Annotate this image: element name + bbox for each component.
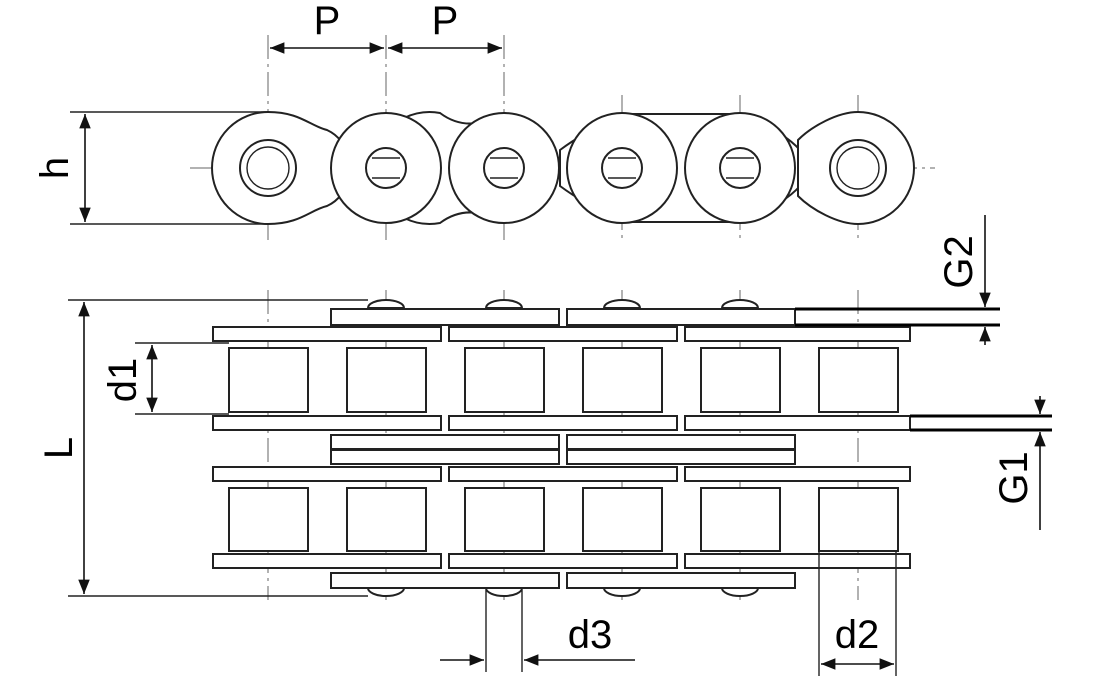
outer-plates-top <box>330 308 796 326</box>
height-label: h <box>33 157 77 179</box>
roller-width-label: d2 <box>835 613 880 657</box>
roller-width-dimension: d2 <box>818 551 897 676</box>
side-view: P P h <box>33 0 935 240</box>
outer-link-plates <box>211 110 915 226</box>
roller-diameter-label: d1 <box>101 358 145 403</box>
length-dimension: L <box>37 299 368 597</box>
pin-heads-bottom <box>366 587 760 597</box>
roller-bushing-lines-row1 <box>233 340 894 419</box>
roller-diameter-dimension: d1 <box>101 342 229 415</box>
inner-plates-row2-top <box>212 466 911 482</box>
height-dimension: h <box>33 111 268 225</box>
pin-diameter-label: d3 <box>568 613 613 657</box>
roller-bushing-lines-row2 <box>233 480 894 557</box>
rollers-row2 <box>228 487 899 552</box>
length-label: L <box>37 437 81 459</box>
pin-diameter-dimension: d3 <box>440 590 635 672</box>
inner-plates-row1-bottom <box>212 415 911 431</box>
outer-plates-bottom <box>330 572 796 589</box>
pitch-label-right: P <box>432 0 459 43</box>
pin-bushings <box>239 139 887 197</box>
plan-view: L d1 G2 G1 <box>37 215 1052 676</box>
g2-label: G2 <box>937 235 981 288</box>
pitch-label-left: P <box>314 0 341 43</box>
g1-dimension: G1 <box>910 396 1052 530</box>
g1-label: G1 <box>992 451 1036 504</box>
inner-plates-row1-top <box>212 326 911 342</box>
pitch-dimension: P P <box>270 0 502 54</box>
rollers-row1 <box>228 347 899 413</box>
g2-dimension: G2 <box>795 215 1000 345</box>
pin-heads-top <box>366 299 760 309</box>
middle-plates <box>330 434 796 465</box>
inner-plates-row2-bottom <box>212 553 911 569</box>
